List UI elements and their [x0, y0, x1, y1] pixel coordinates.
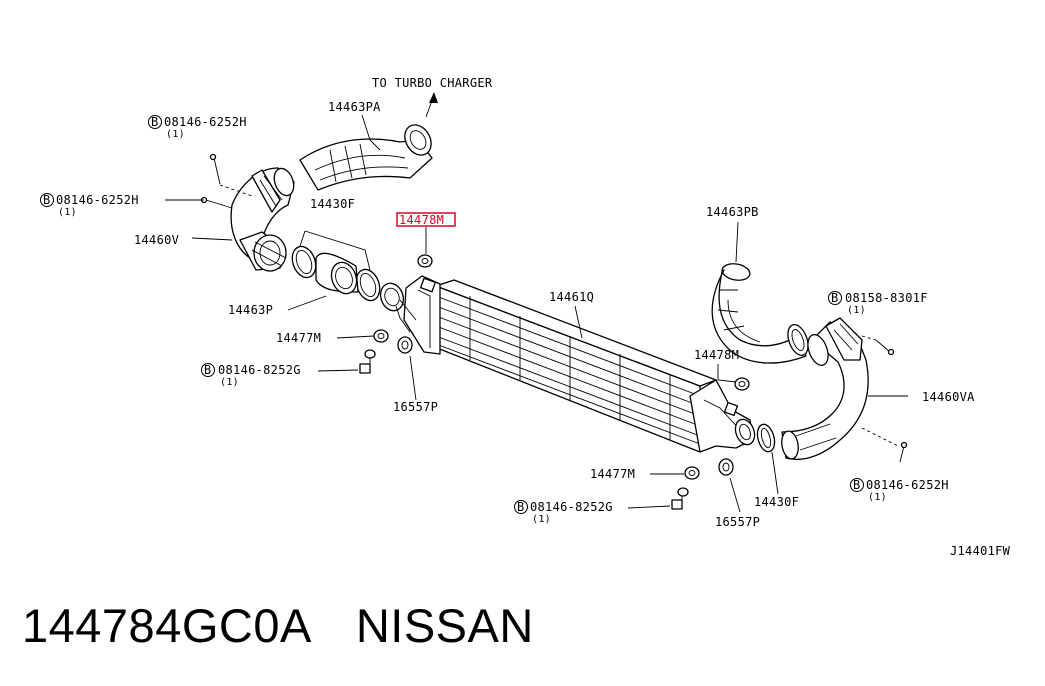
- bolt-qty: (1): [220, 377, 239, 388]
- intercooler-14461q: [379, 275, 756, 453]
- bolt-prefix: B: [43, 193, 51, 207]
- label-14477m-left: 14477M: [276, 331, 321, 345]
- bolt-icon: [209, 153, 253, 197]
- bolt-icon: [671, 487, 689, 510]
- bolt-code: 08146-8252G: [530, 500, 613, 514]
- label-14463p: 14463P: [228, 303, 273, 317]
- brand-name: NISSAN: [355, 599, 534, 652]
- grommet-14478m-upper: [417, 254, 433, 268]
- bolt-qty: (1): [847, 305, 866, 316]
- bolt-prefix: B: [853, 478, 861, 492]
- mount-14477m-left: [373, 329, 389, 343]
- bolt-icon: [200, 196, 233, 209]
- insulator-16557p-left: [397, 336, 413, 354]
- bolt-prefix: B: [204, 363, 212, 377]
- clamp-14430f-right: [756, 423, 776, 453]
- label-14460va: 14460VA: [922, 390, 975, 404]
- bolt-callout-3: B 08146-8252G (1): [201, 363, 301, 388]
- bolt-qty: (1): [868, 492, 887, 503]
- bolt-prefix: B: [517, 500, 525, 514]
- bolt-qty: (1): [532, 514, 551, 525]
- bolt-callout-5: B 08146-6252H (1): [850, 478, 949, 503]
- drawing-code: J14401FW: [950, 544, 1011, 558]
- label-14478m-lower: 14478M: [694, 348, 739, 362]
- bolt-icon: [861, 335, 895, 356]
- label-14430f-left: 14430F: [310, 197, 355, 211]
- turbo-direction-arrow: [425, 92, 438, 118]
- bolt-callout-4: B 08158-8301F (1): [828, 291, 928, 316]
- bolt-prefix: B: [831, 291, 839, 305]
- label-14461q: 14461Q: [549, 290, 594, 304]
- leader-lines: [165, 114, 908, 513]
- part-number: 144784GC0A: [22, 599, 312, 652]
- direction-label: TO TURBO CHARGER: [372, 76, 493, 90]
- label-14460v: 14460V: [134, 233, 179, 247]
- bolt-code: 08146-6252H: [866, 478, 949, 492]
- bolt-icon: [359, 349, 376, 374]
- bolt-qty: (1): [58, 207, 77, 218]
- bolt-callout-1: B 08146-6252H (1): [148, 115, 247, 140]
- bolt-code: 08146-6252H: [164, 115, 247, 129]
- label-14477m-right: 14477M: [590, 467, 635, 481]
- grommet-14478m-lower: [734, 377, 750, 391]
- tube-14460va: [781, 317, 869, 461]
- mount-14477m-right: [684, 466, 700, 480]
- bolt-icon: [861, 427, 908, 463]
- hose-14463p: [315, 252, 359, 295]
- bolt-prefix: B: [151, 115, 159, 129]
- bolt-qty: (1): [166, 129, 185, 140]
- bolt-callout-2: B 08146-6252H (1): [40, 193, 139, 218]
- bolt-callout-6: B 08146-8252G (1): [514, 500, 613, 525]
- highlighted-part-14478m[interactable]: 14478M: [396, 212, 456, 227]
- part-caption: 144784GC0A NISSAN: [22, 598, 534, 653]
- label-16557p-left: 16557P: [393, 400, 438, 414]
- bolt-code: 08146-8252G: [218, 363, 301, 377]
- clamps-14430f-left: [291, 245, 381, 302]
- label-14430f-right: 14430F: [754, 495, 799, 509]
- hose-14463pb: [711, 263, 809, 364]
- tube-14460v: [230, 167, 295, 272]
- hose-14463pa: [299, 124, 433, 191]
- insulator-16557p-right: [718, 458, 734, 476]
- bolt-code: 08146-6252H: [56, 193, 139, 207]
- label-14478m-highlight: 14478M: [399, 213, 444, 227]
- bolt-code: 08158-8301F: [845, 291, 928, 305]
- label-14463pb: 14463PB: [706, 205, 759, 219]
- label-16557p-right: 16557P: [715, 515, 760, 529]
- label-14463pa: 14463PA: [328, 100, 381, 114]
